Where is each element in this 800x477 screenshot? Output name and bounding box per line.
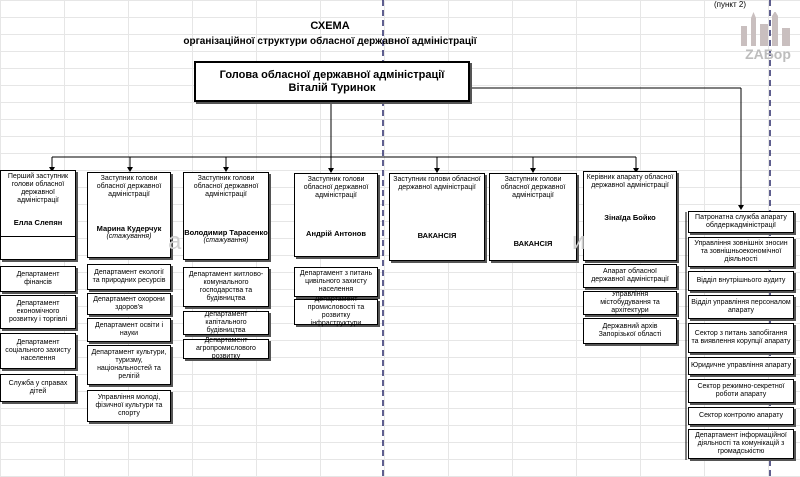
dept-capital: Департамент капітального будівництва <box>183 311 269 335</box>
dept-urban-planning: Управління містобудування та архітектури <box>583 291 677 315</box>
deputy-note: (стажування) <box>106 233 152 240</box>
head-name: Віталій Туринок <box>288 81 376 94</box>
deputy-name: Елла Слепян <box>13 218 63 227</box>
unit-control: Сектор контролю апарату <box>688 407 794 425</box>
deputy-title: Заступник голови обласної державної адмі… <box>96 175 162 198</box>
watermark-text: а <box>168 228 182 255</box>
deputy-box-6: Заступник голови обласної державної адмі… <box>489 173 577 261</box>
unit-secret-work: Сектор режимно-секретної роботи апарату <box>688 379 794 403</box>
deputy-title: Заступник голови обласної державної адмі… <box>393 176 481 191</box>
unit-info-communications: Департамент інформаційної діяльності та … <box>688 429 794 459</box>
deputy-name: Марина Кудерчук <box>96 224 162 233</box>
dept-agro: Департамент агропромислового розвитку <box>183 337 269 360</box>
deputy-box-5: Заступник голови обласної державної адмі… <box>389 173 485 261</box>
deputy-note: (стажування) <box>203 237 249 244</box>
deputy-name: ВАКАНСІЯ <box>417 231 457 240</box>
watermark-logo-icon: ZAБор <box>741 12 791 62</box>
dept-culture: Департамент культури, туризму, національ… <box>87 345 171 385</box>
dept-youth: Управління молоді, фізичної культури та … <box>87 390 171 422</box>
unit-legal: Юридичне управління апарату <box>688 357 794 375</box>
dept-industry: Департамент промисловості та розвитку ін… <box>294 296 378 327</box>
dept-education: Департамент освіти і науки <box>87 318 171 342</box>
dept-economic: Департамент економічного розвитку і торг… <box>0 295 76 329</box>
deputy-title: Керівник апарату обласної державної адмі… <box>586 174 674 189</box>
dept-social: Департамент соціального захисту населенн… <box>0 333 76 369</box>
dept-housing: Департамент житлово-комунального господа… <box>183 267 269 307</box>
deputy-title: Перший заступник голови обласної державн… <box>7 173 69 204</box>
page-reference: (пункт 2) <box>713 0 746 9</box>
dept-ecology: Департамент екології та природних ресурс… <box>87 264 171 290</box>
unit-personnel: Відділ управління персоналом апарату <box>688 295 794 319</box>
unit-internal-audit: Відділ внутрішнього аудиту <box>688 271 794 291</box>
dept-finance: Департамент фінансів <box>0 266 76 292</box>
head-position: Голова обласної державної адміністрації <box>219 68 445 81</box>
diagram-title: СХЕМА <box>310 20 350 32</box>
svg-text:ZAБор: ZAБор <box>745 46 791 62</box>
diagram-subtitle: організаційної структури обласної держав… <box>183 36 477 47</box>
deputy-box-1: Перший заступник голови обласної державн… <box>0 170 76 260</box>
deputy-box-4: Заступник голови обласної державної адмі… <box>294 173 378 257</box>
deputy-title: Заступник голови обласної державної адмі… <box>500 176 566 199</box>
unit-patronage: Патронатна служба апарату облдержадмініс… <box>688 211 794 233</box>
deputy-name: Зінаїда Бойко <box>604 213 656 222</box>
unit-foreign-relations: Управління зовнішніх зносин та зовнішньо… <box>688 237 794 267</box>
deputy-title: Заступник голови обласної державної адмі… <box>193 175 259 198</box>
deputy-name: ВАКАНСІЯ <box>513 239 553 248</box>
dept-state-archive: Державний архів Запорізької області <box>583 318 677 344</box>
deputy-name: Андрій Антонов <box>306 229 366 238</box>
deputy-name: Володимир Тарасенко <box>184 228 268 237</box>
dept-civil-protection: Департамент з питань цивільного захисту … <box>294 267 378 297</box>
watermark-text: и <box>572 228 586 255</box>
deputy-box-3: Заступник голови обласної державної адмі… <box>183 172 269 260</box>
unit-anti-corruption: Сектор з питань запобігання та виявлення… <box>688 323 794 353</box>
dept-apparatus: Апарат обласної державної адміністрації <box>583 264 677 288</box>
dept-health: Департамент охорони здоров'я <box>87 293 171 315</box>
deputy-box-2: Заступник голови обласної державної адмі… <box>87 172 171 258</box>
deputy-box-7: Керівник апарату обласної державної адмі… <box>583 171 677 261</box>
dept-children: Служба у справах дітей <box>0 374 76 402</box>
head-box: Голова обласної державної адміністрації … <box>194 61 470 102</box>
deputy-title: Заступник голови обласної державної адмі… <box>303 176 369 199</box>
